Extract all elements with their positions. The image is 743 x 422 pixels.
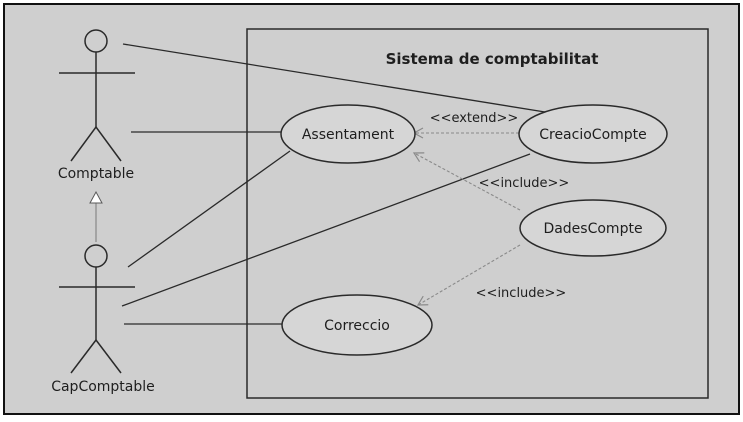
actor-leg-right	[95, 339, 122, 374]
actor-capcomptable	[59, 244, 135, 374]
usecase-label-dadescompte: DadesCompte	[543, 221, 642, 237]
usecase-correccio[interactable]	[281, 294, 433, 356]
stereotype-extend: <<extend>>	[430, 111, 519, 126]
usecase-assentament[interactable]	[280, 104, 416, 164]
assoc-capcomptable-assentament	[127, 150, 291, 268]
usecase-dadescompte[interactable]	[519, 199, 667, 257]
usecase-label-correccio: Correccio	[324, 318, 390, 334]
usecase-creaciocompte[interactable]	[518, 104, 668, 164]
assoc-comptable-creaciocompte	[122, 43, 546, 113]
system-title: Sistema de comptabilitat	[386, 50, 599, 68]
actor-leg-left	[70, 339, 97, 374]
stereotype-include-1: <<include>>	[479, 176, 570, 191]
usecase-label-assentament: Assentament	[302, 127, 395, 143]
actor-label-comptable: Comptable	[58, 166, 134, 182]
actor-leg-right	[95, 126, 122, 162]
actor-comptable	[59, 29, 135, 162]
actor-label-capcomptable: CapComptable	[51, 379, 155, 395]
include-arrow-dadescompte-assentament	[412, 152, 521, 211]
usecase-label-creaciocompte: CreacioCompte	[539, 127, 647, 143]
stereotype-include-2: <<include>>	[476, 286, 567, 301]
dependencies	[412, 127, 521, 306]
actor-leg-left	[70, 126, 97, 162]
